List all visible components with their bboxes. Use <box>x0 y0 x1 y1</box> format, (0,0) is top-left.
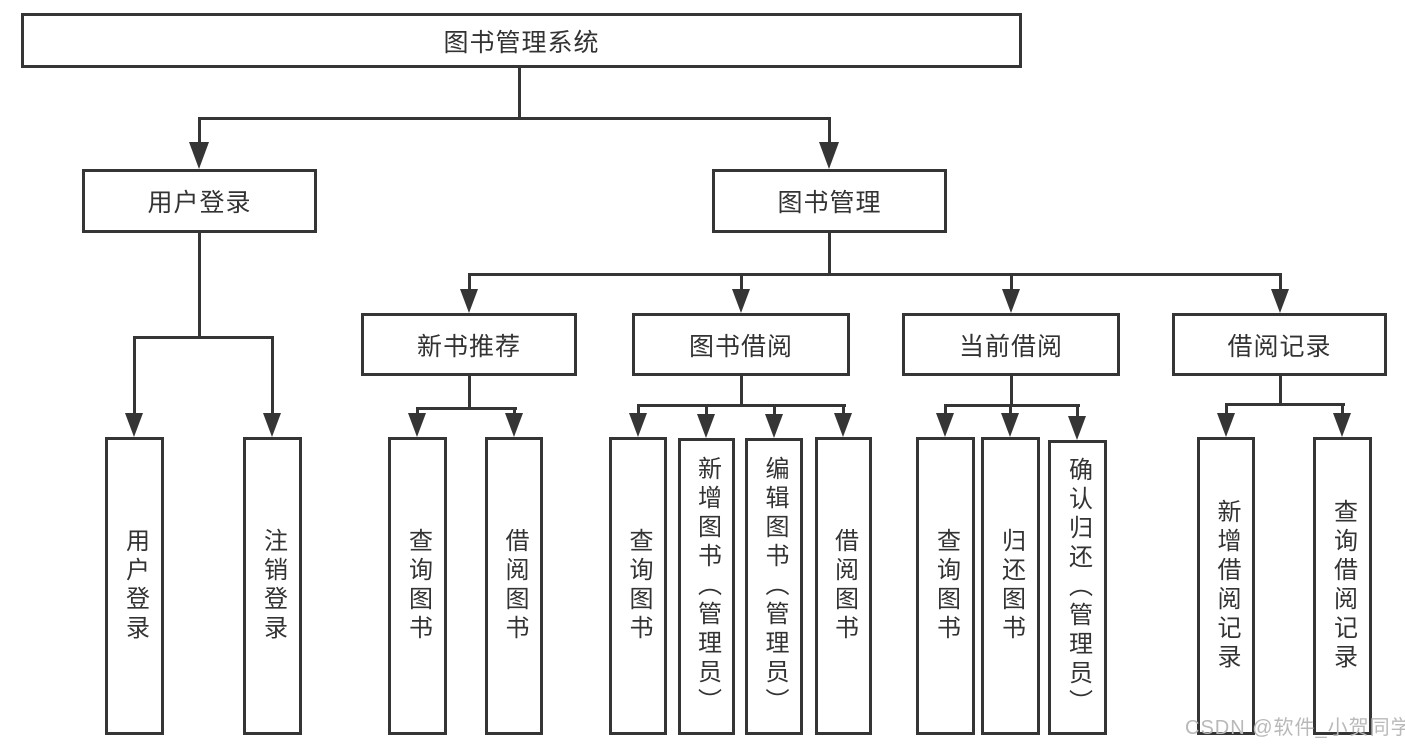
arrowhead-down-icon <box>834 413 852 437</box>
connector-line <box>468 273 1282 276</box>
connector-line <box>1009 404 1012 416</box>
arrowhead-down-icon <box>1271 289 1289 313</box>
arrowhead-down-icon <box>936 413 954 437</box>
node-current-borrow-label: 当前借阅 <box>958 332 1063 361</box>
connector-line <box>1010 376 1013 404</box>
arrowhead-down-icon <box>505 413 523 437</box>
arrowhead-down-icon <box>819 142 839 169</box>
connector-line <box>773 404 776 416</box>
arrowhead-down-icon <box>1217 413 1235 437</box>
connector-line <box>1076 404 1079 418</box>
arrowhead-down-icon <box>697 414 715 438</box>
connector-line <box>468 273 471 293</box>
connector-line <box>828 117 831 148</box>
arrowhead-down-icon <box>408 413 426 437</box>
arrowhead-down-icon <box>460 289 478 313</box>
connector-line <box>518 67 521 117</box>
connector-line <box>198 117 201 148</box>
node-leaf-user-login: 用户登录 <box>105 437 164 735</box>
connector-line <box>637 404 640 416</box>
node-root: 图书管理系统 <box>21 13 1022 68</box>
leaf-label: 归还图书 <box>997 528 1025 644</box>
leaf-label: 编辑图书（管理员） <box>761 456 788 717</box>
connector-line <box>198 117 831 120</box>
node-leaf-query-books-3: 查询图书 <box>916 437 975 735</box>
node-new-book-recommend: 新书推荐 <box>361 313 577 376</box>
connector-line <box>1225 403 1228 415</box>
node-root-label: 图书管理系统 <box>443 28 600 57</box>
connector-line <box>1341 403 1344 415</box>
arrowhead-down-icon <box>263 413 281 437</box>
node-leaf-borrow-books-1: 借阅图书 <box>485 437 543 735</box>
node-leaf-return-books: 归还图书 <box>981 437 1040 735</box>
connector-line <box>705 404 708 416</box>
connector-line <box>1225 403 1345 406</box>
node-leaf-query-books-1: 查询图书 <box>388 437 447 735</box>
arrowhead-down-icon <box>1001 413 1019 437</box>
leaf-label: 用户登录 <box>121 528 149 644</box>
node-leaf-query-borrow-record: 查询借阅记录 <box>1313 437 1372 735</box>
connector-line <box>271 336 274 416</box>
node-book-borrow-label: 图书借阅 <box>688 332 793 361</box>
connector-line <box>637 404 846 407</box>
arrowhead-down-icon <box>1002 289 1020 313</box>
node-book-management-label: 图书管理 <box>777 189 882 217</box>
connector-line <box>416 407 517 410</box>
leaf-label: 查询借阅记录 <box>1329 499 1357 673</box>
leaf-label: 查询图书 <box>625 528 652 644</box>
connector-line <box>133 336 136 416</box>
connector-line <box>842 404 845 416</box>
node-new-book-recommend-label: 新书推荐 <box>416 332 521 361</box>
connector-line <box>468 376 471 407</box>
arrowhead-down-icon <box>629 413 647 437</box>
node-leaf-borrow-books-2: 借阅图书 <box>815 437 872 735</box>
connector-line <box>944 404 1080 407</box>
leaf-label: 注销登录 <box>259 528 287 644</box>
leaf-label: 新增图书（管理员） <box>693 456 721 717</box>
arrowhead-down-icon <box>1333 413 1351 437</box>
connector-line <box>198 233 201 336</box>
leaf-label: 借阅图书 <box>830 528 858 644</box>
node-user-login: 用户登录 <box>82 169 317 233</box>
connector-line <box>828 233 831 273</box>
leaf-label: 查询图书 <box>932 528 960 644</box>
arrowhead-down-icon <box>732 289 750 313</box>
connector-line <box>133 336 274 339</box>
node-book-management: 图书管理 <box>712 169 947 233</box>
leaf-label: 借阅图书 <box>501 528 528 644</box>
arrowhead-down-icon <box>765 414 783 438</box>
connector-line <box>740 273 743 293</box>
connector-line <box>1279 273 1282 293</box>
node-leaf-query-books-2: 查询图书 <box>609 437 667 735</box>
leaf-label: 新增借阅记录 <box>1213 499 1240 673</box>
arrowhead-down-icon <box>1068 416 1086 440</box>
arrowhead-down-icon <box>125 413 143 437</box>
leaf-label: 查询图书 <box>404 528 432 644</box>
connector-line <box>1010 273 1013 293</box>
arrowhead-down-icon <box>189 142 209 169</box>
node-leaf-confirm-return-admin: 确认归还（管理员） <box>1048 440 1107 735</box>
csdn-watermark: CSDN @软件_小贺同学 <box>1185 717 1405 739</box>
node-user-login-label: 用户登录 <box>147 189 252 217</box>
node-leaf-logout: 注销登录 <box>243 437 302 735</box>
leaf-label: 确认归还（管理员） <box>1064 457 1092 718</box>
connector-line <box>740 376 743 404</box>
node-current-borrow: 当前借阅 <box>902 313 1120 376</box>
node-book-borrow: 图书借阅 <box>632 313 850 376</box>
node-borrow-records: 借阅记录 <box>1172 313 1387 376</box>
connector-line <box>513 407 516 417</box>
connector-line <box>416 407 419 417</box>
node-leaf-edit-books-admin: 编辑图书（管理员） <box>745 438 803 735</box>
connector-line <box>1279 376 1282 403</box>
connector-line <box>944 404 947 416</box>
node-borrow-records-label: 借阅记录 <box>1227 332 1332 361</box>
node-leaf-add-books-admin: 新增图书（管理员） <box>678 438 735 735</box>
node-leaf-add-borrow-record: 新增借阅记录 <box>1197 437 1255 735</box>
